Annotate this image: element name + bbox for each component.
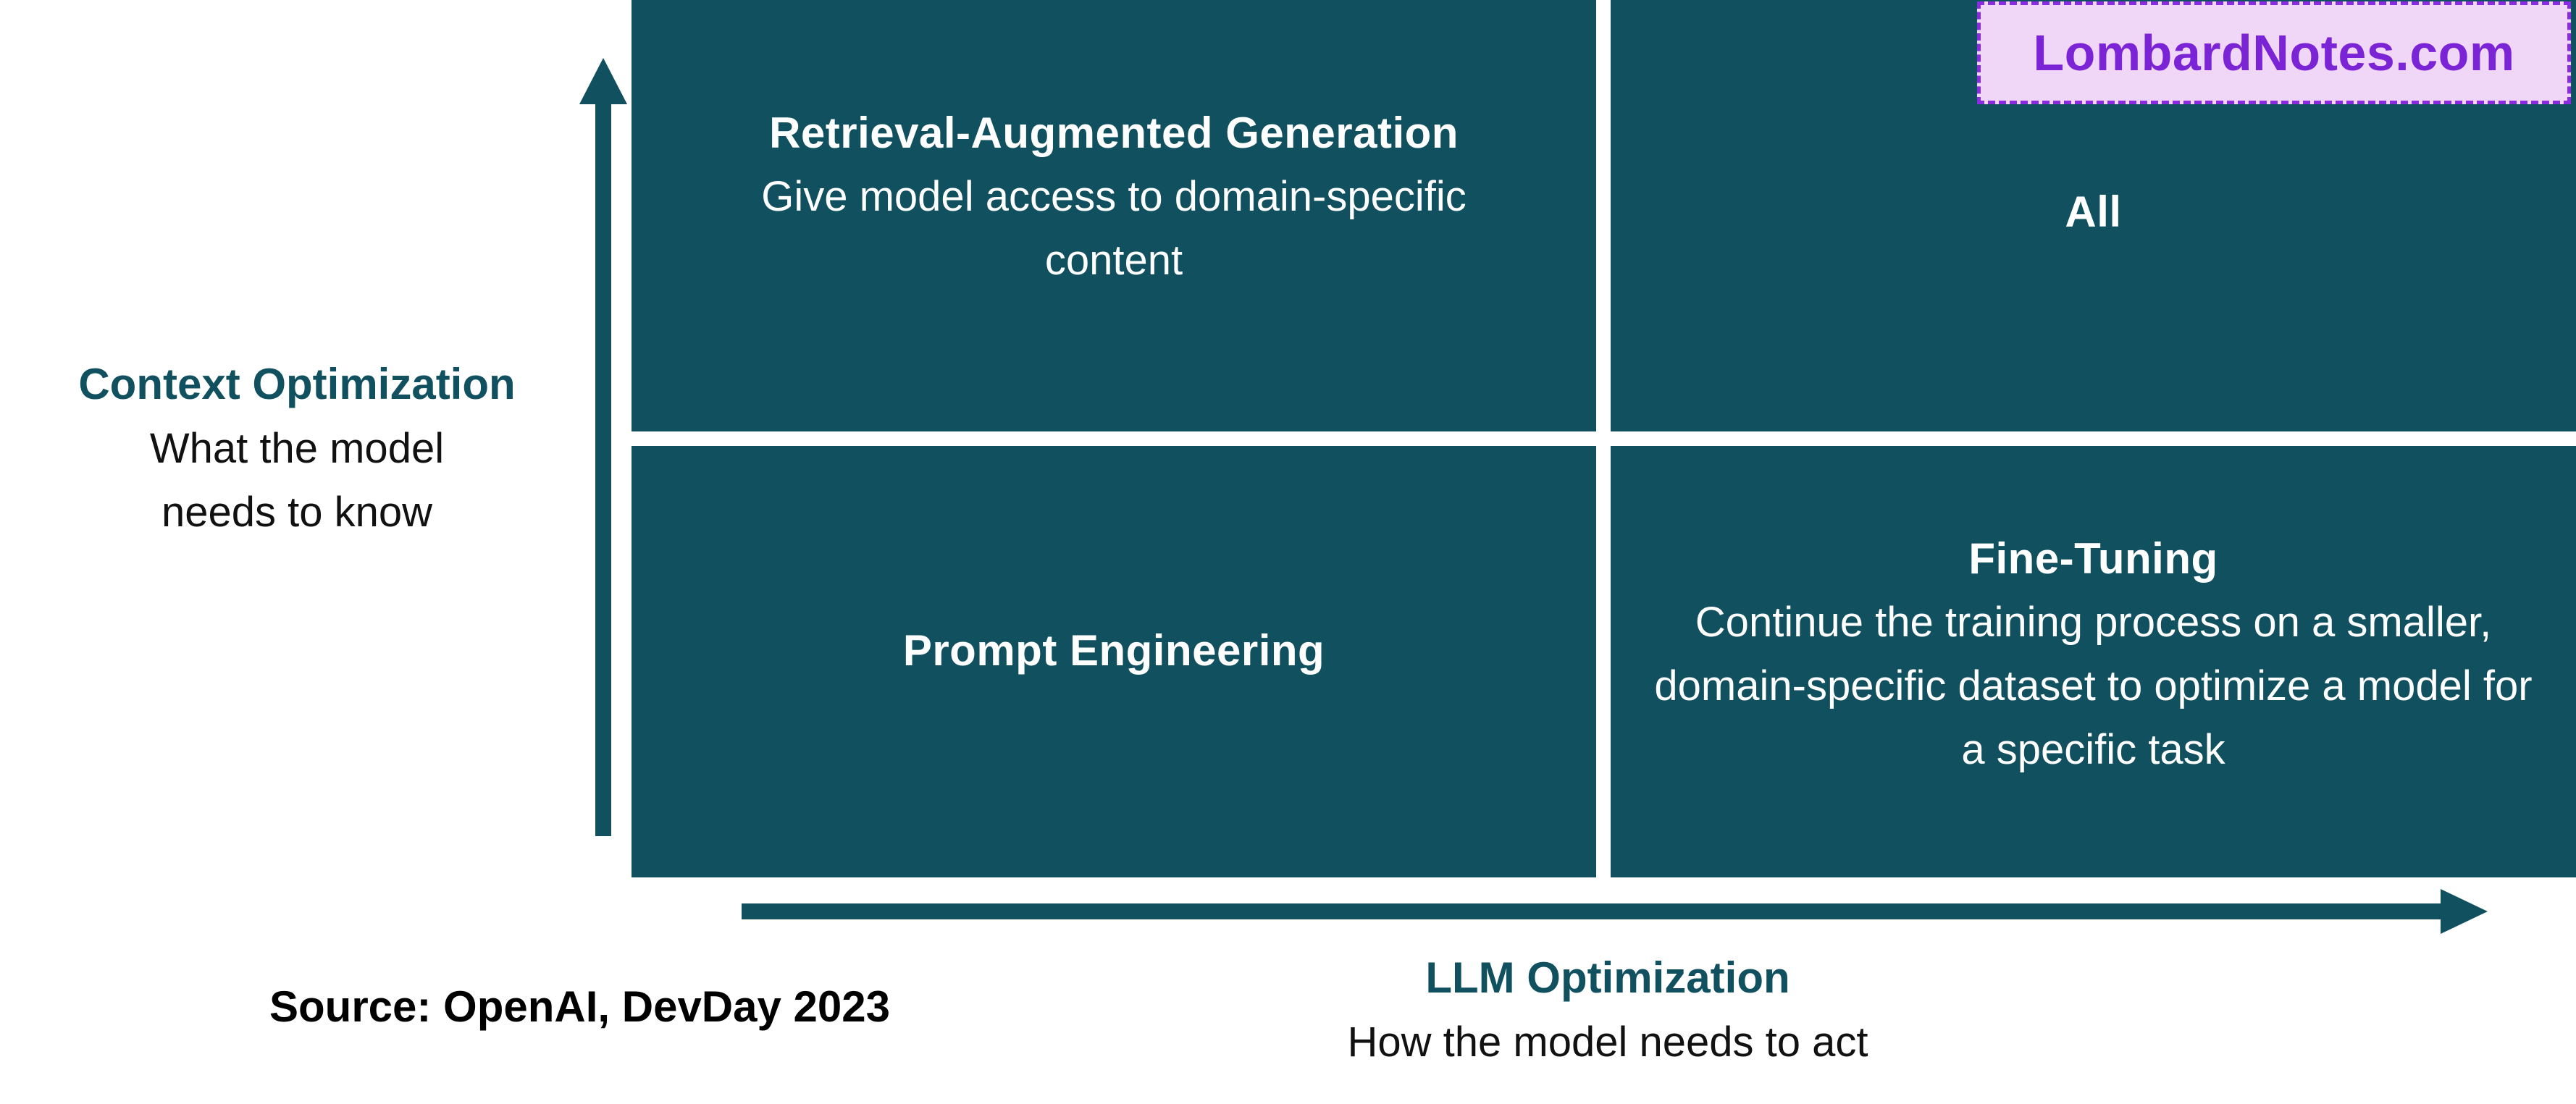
quadrant-title: All <box>2065 187 2122 236</box>
y-axis-description: What the model needs to know <box>149 425 445 536</box>
quadrant-title: Fine-Tuning <box>1968 534 2218 583</box>
y-axis-label: Context Optimization What the model need… <box>29 352 565 544</box>
x-axis-label: LLM Optimization How the model needs to … <box>1173 945 2042 1074</box>
y-axis-arrow <box>579 58 627 836</box>
quadrant-prompt-engineering: Prompt Engineering <box>632 446 1596 877</box>
y-axis-arrow-shaft <box>595 101 611 836</box>
y-axis-title: Context Optimization <box>78 360 516 408</box>
x-axis-arrow <box>742 889 2488 934</box>
source-citation: Source: OpenAI, DevDay 2023 <box>269 982 891 1031</box>
quadrant-description: Give model access to domain-specific con… <box>761 173 1467 284</box>
watermark-badge: LombardNotes.com <box>1977 1 2571 104</box>
y-axis-arrowhead <box>579 58 627 104</box>
quadrant-title: Retrieval-Augmented Generation <box>769 109 1459 157</box>
x-axis-description: How the model needs to act <box>1347 1019 1868 1066</box>
quadrant-title: Prompt Engineering <box>902 626 1325 675</box>
quadrant-fine-tuning: Fine-Tuning Continue the training proces… <box>1611 446 2576 877</box>
quadrant-description: Continue the training process on a small… <box>1654 599 2533 773</box>
x-axis-arrow-shaft <box>742 903 2458 919</box>
x-axis-title: LLM Optimization <box>1425 953 1790 1002</box>
quadrant-retrieval-augmented-generation: Retrieval-Augmented Generation Give mode… <box>632 0 1596 431</box>
x-axis-arrowhead <box>2441 889 2488 934</box>
